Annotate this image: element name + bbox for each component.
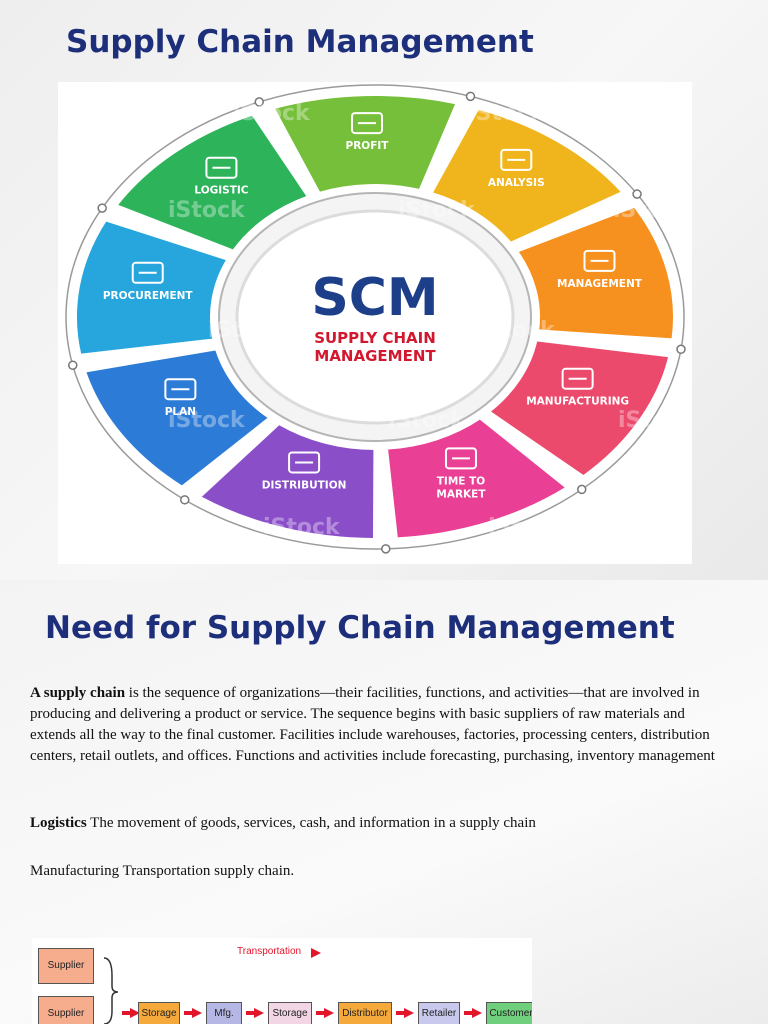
istock-watermark: iStock	[168, 198, 246, 223]
segment-label-profit: PROFIT	[346, 140, 390, 152]
center-disc	[235, 209, 515, 425]
segment-label-analysis: ANALYSIS	[488, 177, 545, 189]
outer-ring	[65, 84, 685, 550]
flow-step-mfg: Mfg.	[206, 1002, 242, 1024]
istock-watermark: iStock	[168, 408, 246, 433]
flow-step-storage: Storage	[138, 1002, 180, 1024]
ring-dot	[676, 344, 686, 355]
shopping-cart-icon	[131, 261, 164, 284]
segment-analysis	[430, 107, 624, 245]
flow-arrow-stem	[122, 1011, 130, 1015]
flow-arrow-icon	[192, 1008, 202, 1018]
delivery-truck-icon	[205, 156, 238, 179]
supply-chain-definition: is the sequence of organizations—their f…	[30, 685, 715, 764]
segment-label-procurement: PROCUREMENT	[103, 290, 194, 302]
ring-dot	[254, 97, 264, 107]
flow-arrow-stem	[396, 1011, 404, 1015]
segment-label-management: MANAGEMENT	[557, 278, 643, 290]
slide-1-title: Supply Chain Management	[66, 24, 534, 60]
clipboard-icon	[164, 378, 197, 401]
segment-label-logistic: LOGISTIC	[194, 185, 248, 197]
supplier-box-1: Supplier	[38, 948, 94, 984]
segment-label-distribution: DISTRIBUTION	[262, 479, 347, 491]
scm-wheel-svg: PROFIT ANALYSIS MANAGEMENT MANUFACTURING TIM…	[65, 84, 692, 554]
slide-1: Supply Chain Management PROFIT ANALYSIS MA…	[0, 0, 768, 580]
segment-management	[515, 205, 675, 341]
istock-watermark: iStock	[618, 408, 692, 433]
ring-dot	[97, 203, 107, 213]
center-line1: SUPPLY CHAIN	[314, 329, 436, 347]
brace-icon	[103, 957, 119, 1024]
ring-dot	[632, 189, 642, 199]
segment-logistic	[114, 113, 310, 252]
istock-watermark: iStock	[233, 101, 311, 126]
supply-chain-flow-diagram: Transportation Supplier Supplier Storage…	[32, 938, 532, 1024]
segment-label2-time-to: MARKET	[436, 488, 486, 500]
flow-arrow-icon	[130, 1008, 140, 1018]
flow-arrow-stem	[184, 1011, 192, 1015]
segment-profit	[272, 94, 458, 194]
globe-truck-icon	[288, 451, 321, 474]
istock-watermark: iStock	[478, 318, 556, 343]
ring-dot	[577, 484, 587, 495]
transportation-arrow-icon	[311, 948, 321, 958]
segment-label-manufacturing: MANUFACTURING	[526, 396, 629, 408]
supplier-box-2: Supplier	[38, 996, 94, 1024]
factory-conveyor-icon	[561, 367, 594, 390]
ring-dot	[381, 544, 391, 554]
segment-label-plan: PLAN	[165, 406, 196, 418]
segment-procurement	[75, 219, 229, 356]
transportation-label: Transportation	[237, 946, 302, 957]
flow-arrow-stem	[464, 1011, 472, 1015]
center-line2: MANAGEMENT	[314, 347, 436, 365]
segment-manufacturing	[487, 339, 671, 478]
flow-arrow-icon	[254, 1008, 264, 1018]
scm-wheel-image: PROFIT ANALYSIS MANAGEMENT MANUFACTURING TIM…	[58, 82, 692, 564]
istock-watermark: iStock	[468, 101, 546, 126]
profit-chart-icon	[350, 112, 383, 135]
ring-dot	[180, 495, 190, 505]
ring-dot	[465, 91, 476, 102]
istock-watermark: iStock	[613, 198, 691, 223]
supply-chain-paragraph: A supply chain is the sequence of organi…	[30, 683, 720, 767]
flow-step-retailer: Retailer	[418, 1002, 460, 1024]
flow-arrow-icon	[472, 1008, 482, 1018]
istock-watermark: iStock	[208, 318, 286, 343]
segment-time-to	[385, 417, 569, 540]
flow-arrow-stem	[246, 1011, 254, 1015]
istock-watermark: iStock	[488, 515, 566, 540]
flow-step-distributor: Distributor	[338, 1002, 392, 1024]
clock-truck-icon	[444, 447, 477, 470]
flow-step-storage: Storage	[268, 1002, 312, 1024]
segment-plan	[83, 348, 271, 488]
logistics-definition: The movement of goods, services, cash, a…	[86, 815, 536, 831]
supply-chain-term: A supply chain	[30, 685, 126, 701]
flow-arrow-icon	[404, 1008, 414, 1018]
istock-watermark: iStock	[263, 515, 341, 540]
flow-arrow-stem	[316, 1011, 324, 1015]
logistics-term: Logistics	[30, 815, 87, 831]
flow-step-customer: Customer	[486, 1002, 532, 1024]
center-scm-text: SCM	[311, 268, 438, 328]
flow-arrow-icon	[324, 1008, 334, 1018]
segment-label-time-to: TIME TO	[437, 475, 486, 487]
gear-hand-icon	[583, 249, 616, 272]
line-graph-icon	[500, 148, 533, 171]
istock-watermark: iStock	[398, 198, 476, 223]
manufacturing-transport-caption: Manufacturing Transportation supply chai…	[30, 863, 295, 879]
ring-dot	[68, 360, 78, 370]
istock-watermark: iStock	[388, 408, 466, 433]
slide-2-title: Need for Supply Chain Management	[45, 610, 675, 646]
segment-distribution	[198, 422, 376, 541]
logistics-paragraph: Logistics The movement of goods, service…	[30, 813, 720, 834]
